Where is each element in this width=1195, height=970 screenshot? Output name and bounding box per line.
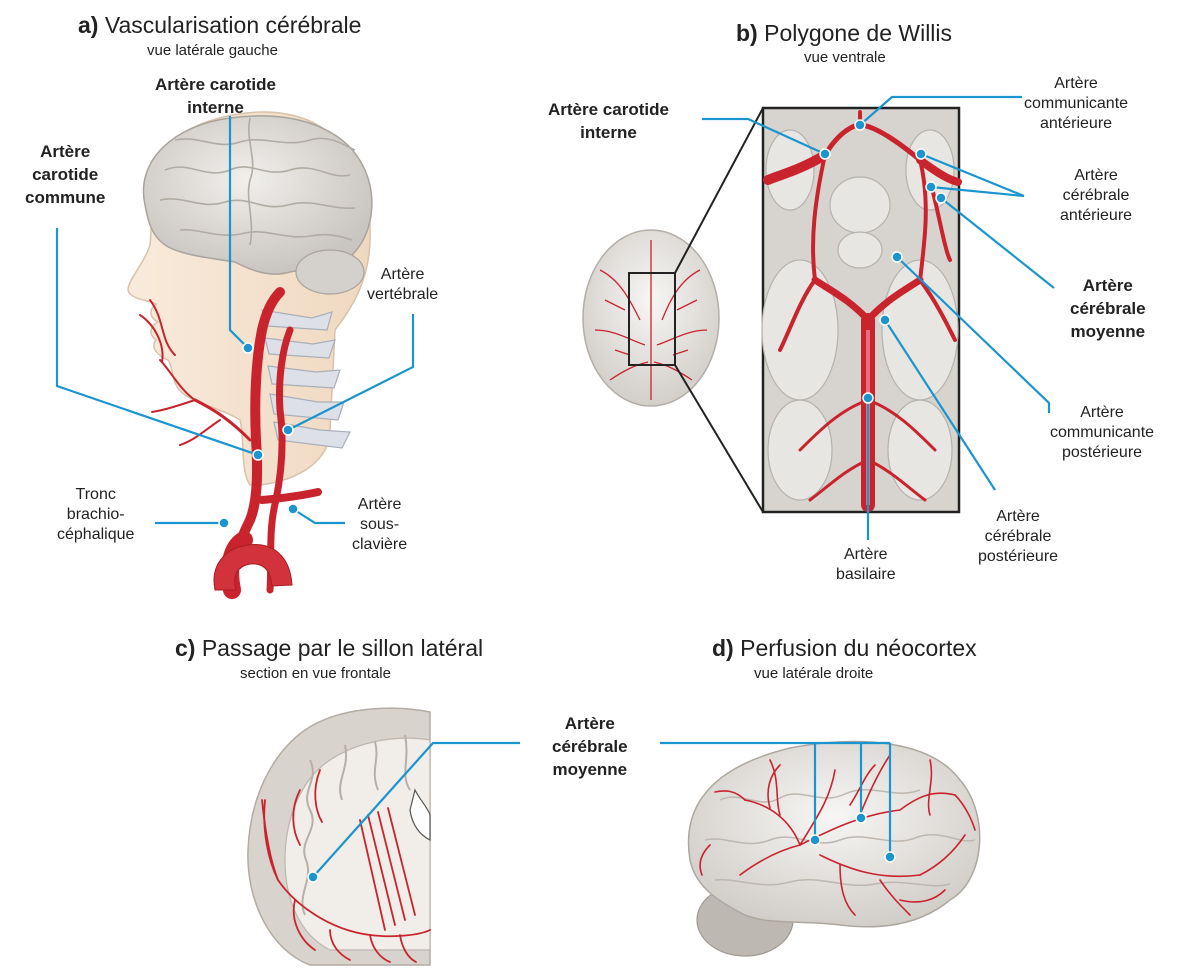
panel-c-subtitle: section en vue frontale (240, 665, 391, 682)
label-line: carotide (25, 163, 105, 186)
label-line: interne (548, 121, 669, 144)
label-line: céphalique (57, 525, 134, 545)
panel-d-title: d) Perfusion du néocortex (712, 635, 977, 662)
label-line: brachio- (57, 505, 134, 525)
label-line: Artère (25, 140, 105, 163)
label-line: sous- (352, 515, 407, 535)
label-line: communicante (1024, 94, 1128, 114)
panel-b-title: b) Polygone de Willis (736, 20, 952, 47)
label-line: Tronc (57, 485, 134, 505)
label-line: clavière (352, 535, 407, 555)
label-line: cérébrale (978, 527, 1058, 547)
label-line: Artère carotide (155, 73, 276, 96)
panel-c-title-text: Passage par le sillon latéral (202, 635, 483, 661)
coronal-section (248, 708, 430, 965)
label-line: Artère carotide (548, 98, 669, 121)
panel-d-letter: d) (712, 635, 734, 661)
panel-a-title: a) Vascularisation cérébrale (78, 12, 361, 39)
label-line: Artère (552, 712, 628, 735)
label-line: antérieure (1024, 114, 1128, 134)
label-line: Artère (1024, 74, 1128, 94)
label-line: interne (155, 96, 276, 119)
label-line: Artère (1060, 166, 1132, 186)
label-line: cérébrale (1060, 186, 1132, 206)
panel-b-title-text: Polygone de Willis (764, 20, 952, 46)
cerebellum (296, 250, 364, 294)
zoom-connector-top (675, 108, 763, 273)
label-line: Artère (836, 545, 896, 565)
panel-d-subtitle: vue latérale droite (754, 665, 873, 682)
label-line: Artère (367, 265, 438, 285)
zoom-connector-bottom (675, 365, 763, 512)
panel-a-title-text: Vascularisation cérébrale (105, 12, 362, 38)
label-line: communicante (1050, 423, 1154, 443)
label-line: postérieure (978, 547, 1058, 567)
ventral-brain-small (583, 230, 719, 406)
panel-a-letter: a) (78, 12, 98, 38)
panel-b-subtitle: vue ventrale (804, 49, 886, 66)
label-line: antérieure (1060, 206, 1132, 226)
leader-a-sousclaviere (293, 509, 345, 523)
label-line: Artère (1050, 403, 1154, 423)
panel-d-title-text: Perfusion du néocortex (740, 635, 977, 661)
label-line: vertébrale (367, 285, 438, 305)
label-line: Artère (352, 495, 407, 515)
label-line: basilaire (836, 565, 896, 585)
panel-a-subtitle: vue latérale gauche (147, 42, 278, 59)
panel-c-letter: c) (175, 635, 195, 661)
label-line: cérébrale (552, 735, 628, 758)
label-line: moyenne (552, 758, 628, 781)
panel-b-letter: b) (736, 20, 758, 46)
label-line: postérieure (1050, 443, 1154, 463)
label-line: Artère (1070, 274, 1146, 297)
label-line: cérébrale (1070, 297, 1146, 320)
lateral-brain (688, 742, 979, 956)
label-line: moyenne (1070, 320, 1146, 343)
panel-c-title: c) Passage par le sillon latéral (175, 635, 483, 662)
willis-zoom (762, 108, 959, 512)
label-line: commune (25, 186, 105, 209)
label-line: Artère (978, 507, 1058, 527)
